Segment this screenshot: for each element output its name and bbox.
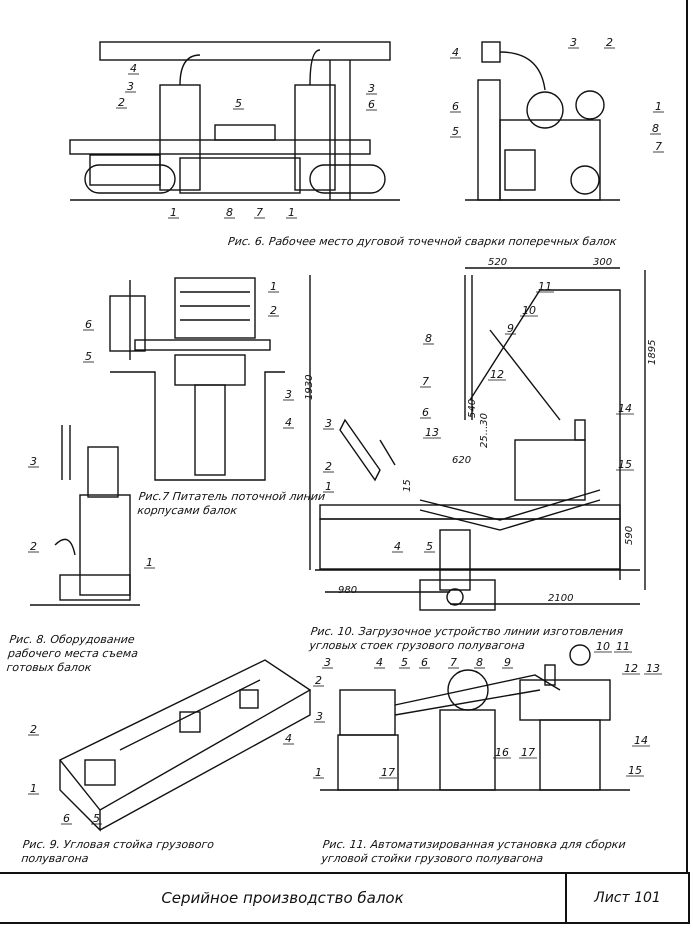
fig6-callout: 2 xyxy=(118,96,125,109)
fig6-callout: 1 xyxy=(170,206,177,219)
fig6-callout: 4 xyxy=(452,46,459,59)
fig9-callout: 5 xyxy=(93,812,100,825)
fig10-callout: 14 xyxy=(618,402,632,415)
fig7-callout: 4 xyxy=(285,416,292,429)
fig6-callout: 6 xyxy=(368,98,375,111)
frame-border xyxy=(686,0,688,874)
fig10-callout: 4 xyxy=(394,540,401,553)
fig10-callout: 12 xyxy=(490,368,504,381)
fig10-callout: 11 xyxy=(538,280,552,293)
fig10-callout: 13 xyxy=(425,426,439,439)
fig9-callout: 6 xyxy=(63,812,70,825)
fig8-callout: 1 xyxy=(146,556,153,569)
dimension-label: 590 xyxy=(624,526,635,545)
fig8-unloading-drawing xyxy=(30,425,140,606)
fig11-callout: 9 xyxy=(504,656,511,669)
dimension-label: 980 xyxy=(338,585,357,596)
dimension-label: 620 xyxy=(452,455,471,466)
fig11-assembly-unit-drawing xyxy=(320,644,630,791)
fig11-callout: 11 xyxy=(616,640,630,653)
title-block: Серийное производство балок Лист 101 xyxy=(0,872,690,924)
fig6-callout: 6 xyxy=(452,100,459,113)
fig11-callout: 17 xyxy=(521,746,535,759)
fig11-callout: 2 xyxy=(315,674,322,687)
fig6-welding-station-drawing xyxy=(69,41,400,201)
fig6-caption: Рис. 6. Рабочее место дуговой точечной с… xyxy=(227,235,618,248)
fig11-caption: Рис. 11. Автоматизированная установка дл… xyxy=(320,838,627,865)
fig11-callout: 12 xyxy=(624,662,638,675)
fig6-callout: 3 xyxy=(368,82,375,95)
fig11-callout: 6 xyxy=(421,656,428,669)
fig6-callout: 8 xyxy=(652,122,659,135)
fig11-callout: 3 xyxy=(324,656,331,669)
fig8-callout: 3 xyxy=(30,455,37,468)
fig6-callout: 1 xyxy=(655,100,662,113)
fig11-callout: 16 xyxy=(495,746,509,759)
fig9-callout: 2 xyxy=(30,723,37,736)
document-title: Серийное производство балок xyxy=(0,874,567,922)
dimension-label: 1930 xyxy=(304,375,315,400)
fig9-corner-post-drawing xyxy=(58,659,312,832)
dimension-label: 25...30 xyxy=(479,413,490,448)
fig11-callout: 15 xyxy=(628,764,642,777)
fig10-callout: 6 xyxy=(422,406,429,419)
fig7-callout: 3 xyxy=(285,388,292,401)
fig11-callout: 7 xyxy=(450,656,457,669)
fig9-callout: 1 xyxy=(30,782,37,795)
dimension-label: 520 xyxy=(488,257,507,268)
sheet-number: Лист 101 xyxy=(594,890,661,906)
fig8-callout: 2 xyxy=(30,540,37,553)
fig6-callout: 1 xyxy=(288,206,295,219)
fig10-callout: 3 xyxy=(325,417,332,430)
dimension-label: 2100 xyxy=(548,593,573,604)
fig10-callout: 8 xyxy=(425,332,432,345)
fig9-caption: Рис. 9. Угловая стойка грузового полуваг… xyxy=(20,838,215,865)
fig10-callout: 5 xyxy=(426,540,433,553)
fig11-callout: 17 xyxy=(381,766,395,779)
fig11-callout: 5 xyxy=(401,656,408,669)
fig10-loading-device-drawing xyxy=(309,267,646,611)
fig9-callout: 3 xyxy=(316,710,323,723)
dimension-label: 540 xyxy=(467,399,478,418)
fig6-callout: 4 xyxy=(130,62,137,75)
dimension-label: 300 xyxy=(593,257,612,268)
fig6-callout: 8 xyxy=(226,206,233,219)
fig10-callout: 9 xyxy=(507,322,514,335)
fig11-callout: 4 xyxy=(376,656,383,669)
fig7-callout: 1 xyxy=(270,280,277,293)
dimension-label: 1895 xyxy=(647,340,658,365)
fig10-callout: 10 xyxy=(522,304,536,317)
fig6-callout: 5 xyxy=(452,125,459,138)
fig9-callout: 4 xyxy=(285,732,292,745)
fig10-caption: Рис. 10. Загрузочное устройство линии из… xyxy=(308,625,624,652)
fig7-callout: 6 xyxy=(85,318,92,331)
fig10-callout: 2 xyxy=(325,460,332,473)
fig11-callout: 14 xyxy=(634,734,648,747)
fig10-callout: 1 xyxy=(325,480,332,493)
fig11-callout: 13 xyxy=(646,662,660,675)
fig7-callout: 2 xyxy=(270,304,277,317)
fig6-side-view-drawing xyxy=(465,41,620,201)
fig6-callout: 7 xyxy=(655,140,662,153)
fig11-callout: 10 xyxy=(596,640,610,653)
fig10-callout: 15 xyxy=(618,458,632,471)
fig6-callout: 3 xyxy=(570,36,577,49)
fig11-callout: 8 xyxy=(476,656,483,669)
fig8-caption: Рис. 8. Оборудование рабочего места съем… xyxy=(5,633,139,674)
fig7-caption: Рис.7 Питатель поточной линии корпусами … xyxy=(136,490,326,517)
fig7-callout: 5 xyxy=(85,350,92,363)
dimension-label: 15 xyxy=(402,479,413,492)
fig11-callout: 1 xyxy=(315,766,322,779)
fig6-callout: 3 xyxy=(127,80,134,93)
fig10-callout: 7 xyxy=(422,375,429,388)
fig6-callout: 7 xyxy=(256,206,263,219)
fig7-feeder-drawing xyxy=(109,277,285,481)
fig6-callout: 5 xyxy=(235,97,242,110)
fig6-callout: 2 xyxy=(606,36,613,49)
